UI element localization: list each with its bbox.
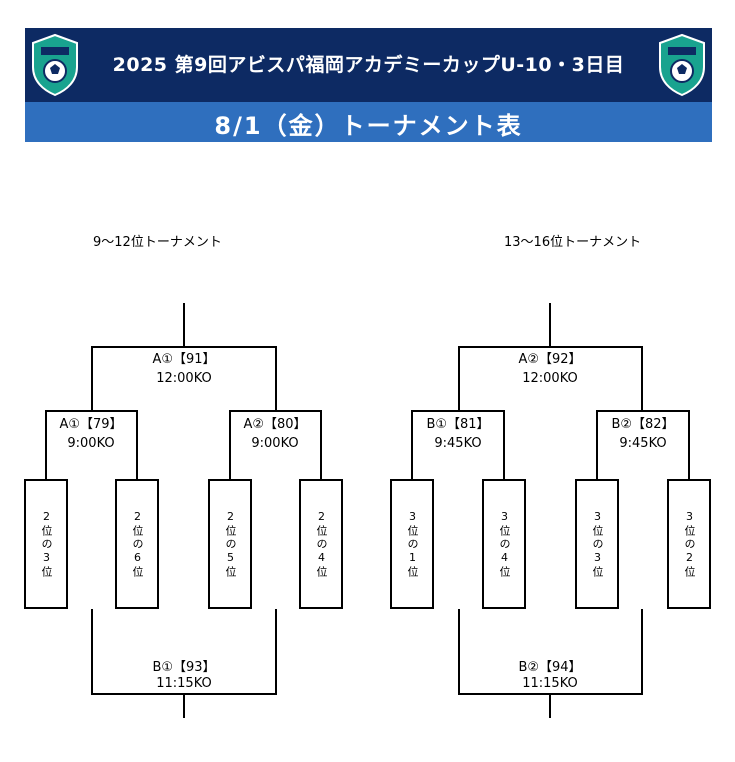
seed-box: 3位の3位	[575, 479, 619, 609]
title-banner: 2025 第9回アビスパ福岡アカデミーカップU-10・3日目	[25, 28, 712, 102]
bracket-title: 13～16位トーナメント	[504, 235, 642, 250]
seed-box: 2位の3位	[24, 479, 68, 609]
date-banner: 8/1（金）トーナメント表	[25, 102, 712, 142]
seed-box: 2位の5位	[208, 479, 252, 609]
bracket-line	[458, 346, 643, 348]
bracket-line	[91, 346, 277, 348]
bracket-line	[320, 410, 322, 480]
semi-match-label: A②【80】	[243, 417, 307, 432]
semi-match-label: B①【81】	[426, 417, 490, 432]
final-match-time: 12:00KO	[522, 371, 578, 386]
seed-box: 2位の6位	[115, 479, 159, 609]
bracket-line	[549, 303, 551, 348]
seed-label: 3位の1位	[406, 509, 419, 579]
page-subtitle: 8/1（金）トーナメント表	[214, 112, 523, 140]
bracket-line	[45, 410, 138, 412]
bracket-line	[45, 410, 47, 480]
bracket-line	[458, 346, 460, 412]
lower-match-time: 11:15KO	[156, 676, 212, 691]
bracket-line	[91, 346, 93, 412]
bracket-line	[596, 410, 598, 480]
bracket-line	[503, 410, 505, 480]
bracket-line	[688, 410, 690, 480]
bracket-line	[596, 410, 690, 412]
seed-box: 3位の1位	[390, 479, 434, 609]
seed-box: 2位の4位	[299, 479, 343, 609]
bracket-line	[458, 609, 460, 695]
bracket-line	[136, 410, 138, 480]
seed-label: 2位の3位	[40, 509, 53, 579]
semi-match-time: 9:00KO	[251, 436, 299, 451]
seed-label: 3位の4位	[498, 509, 511, 579]
bracket-line	[549, 693, 551, 718]
seed-label: 2位の5位	[224, 509, 237, 579]
bracket-line	[91, 609, 93, 695]
final-match-time: 12:00KO	[156, 371, 212, 386]
final-match-label: A①【91】	[152, 352, 216, 367]
lower-match-label: B②【94】	[518, 660, 582, 675]
bracket-line	[183, 693, 185, 718]
semi-match-label: A①【79】	[59, 417, 123, 432]
bracket-line	[641, 346, 643, 412]
bracket-line	[275, 609, 277, 695]
club-crest-icon	[659, 33, 705, 97]
bracket-line	[411, 410, 413, 480]
seed-box: 3位の4位	[482, 479, 526, 609]
club-crest-icon	[32, 33, 78, 97]
bracket-line	[641, 609, 643, 695]
bracket-line	[275, 346, 277, 412]
seed-label: 3位の3位	[591, 509, 604, 579]
seed-label: 2位の4位	[315, 509, 328, 579]
semi-match-time: 9:00KO	[67, 436, 115, 451]
bracket-title: 9～12位トーナメント	[93, 235, 222, 250]
page-title: 2025 第9回アビスパ福岡アカデミーカップU-10・3日目	[112, 54, 625, 76]
bracket-line	[183, 303, 185, 348]
lower-match-time: 11:15KO	[522, 676, 578, 691]
lower-match-label: B①【93】	[152, 660, 216, 675]
semi-match-label: B②【82】	[611, 417, 675, 432]
seed-box: 3位の2位	[667, 479, 711, 609]
semi-match-time: 9:45KO	[434, 436, 482, 451]
bracket-line	[411, 410, 505, 412]
seed-label: 3位の2位	[683, 509, 696, 579]
semi-match-time: 9:45KO	[619, 436, 667, 451]
seed-label: 2位の6位	[131, 509, 144, 579]
bracket-line	[229, 410, 322, 412]
bracket-line	[229, 410, 231, 480]
final-match-label: A②【92】	[518, 352, 582, 367]
